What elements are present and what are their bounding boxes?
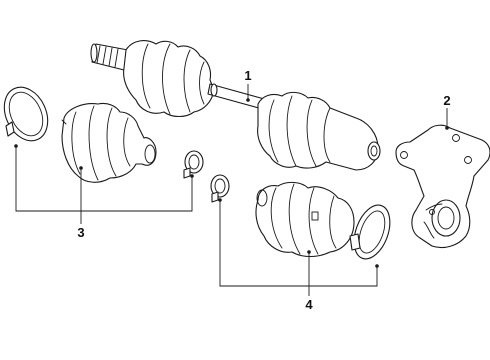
outer-boot-kit[interactable] [0, 80, 204, 183]
callout-4: 4 [305, 297, 313, 312]
callout-2: 2 [443, 93, 450, 108]
leader-bracket-4 [218, 198, 379, 296]
axle-shaft-assembly[interactable] [90, 40, 381, 171]
callout-3: 3 [77, 225, 84, 240]
outer-boot [61, 102, 157, 183]
axle-inner-cv-joint [257, 91, 381, 171]
support-bracket[interactable] [395, 124, 490, 249]
inner-boot-large-clamp [349, 204, 391, 260]
outer-boot-small-clamp [183, 150, 204, 179]
inner-boot-kit[interactable] [210, 174, 397, 264]
axle-outer-cv-boot [123, 40, 215, 118]
leader-line-2 [445, 108, 449, 130]
inner-boot [255, 181, 355, 258]
callout-1: 1 [244, 68, 251, 83]
outer-boot-large-clamp [3, 86, 49, 142]
axle-shaft-bar [207, 83, 269, 111]
leader-line-1 [246, 84, 250, 102]
leader-bracket-3 [14, 144, 194, 224]
axle-spline-end [90, 43, 129, 71]
inner-boot-small-clamp [210, 174, 230, 203]
